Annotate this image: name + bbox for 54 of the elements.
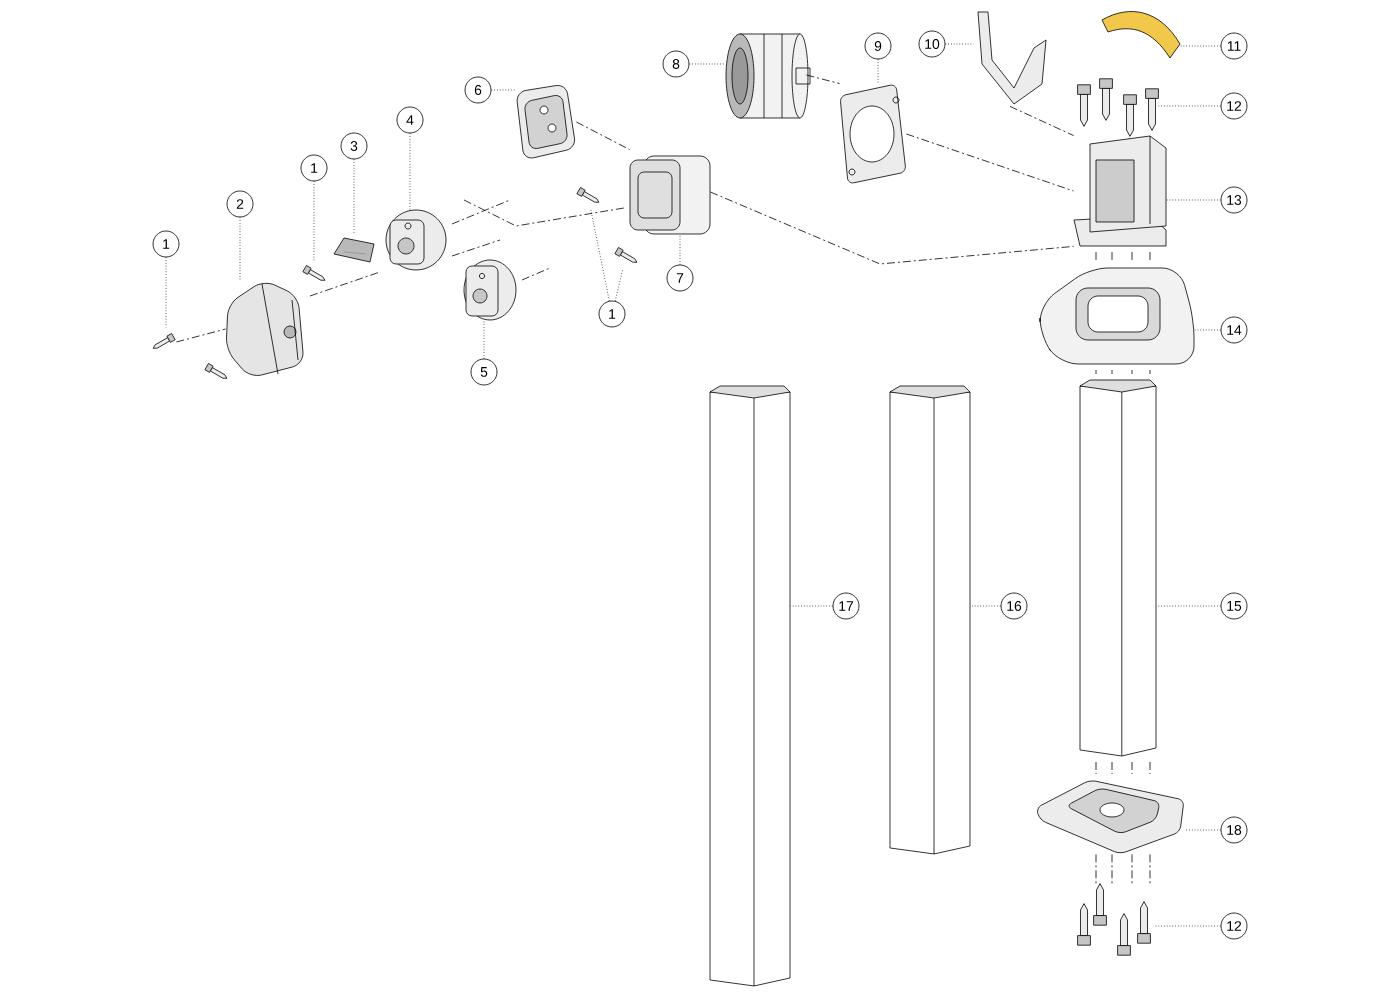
screw-drawing	[1077, 883, 1151, 956]
screw-drawing	[1077, 78, 1159, 137]
alignment-line	[806, 74, 840, 84]
leader-line	[1156, 105, 1221, 107]
leader-line	[1184, 829, 1221, 831]
frame-drawing	[516, 85, 575, 159]
leader-line	[409, 133, 411, 210]
column-drawing	[889, 385, 971, 855]
screw-drawing	[576, 187, 600, 203]
alignment-line	[710, 191, 1074, 265]
column-drawing	[709, 385, 791, 987]
leader-line	[1156, 605, 1221, 607]
clip-drawing	[333, 237, 375, 263]
leader-line	[614, 268, 624, 302]
leader-line	[1154, 925, 1221, 927]
holder-drawing	[977, 11, 1047, 105]
alignment-line	[1111, 854, 1113, 886]
cap-drawing	[1101, 11, 1181, 59]
lens-housing-drawing	[385, 209, 447, 271]
leader-line	[353, 159, 355, 234]
leader-line	[313, 181, 315, 262]
alignment-line	[1131, 854, 1133, 886]
leader-line	[689, 63, 726, 65]
leader-line	[1166, 199, 1221, 201]
leader-line	[491, 89, 516, 91]
leader-line	[590, 208, 610, 302]
base-ring-drawing	[1039, 267, 1195, 365]
leader-line	[679, 234, 681, 265]
cylinder-drawing	[725, 33, 811, 119]
leader-line	[165, 257, 167, 328]
screw-drawing	[302, 265, 326, 281]
leader-line	[1180, 45, 1221, 47]
leader-line	[790, 605, 833, 607]
leader-line	[239, 217, 241, 280]
leader-line	[970, 605, 1001, 607]
screw-drawing	[152, 333, 176, 349]
screw-drawing	[614, 247, 638, 263]
alignment-line	[576, 121, 630, 150]
leader-line	[1194, 329, 1221, 331]
leader-line	[483, 320, 485, 359]
plate-drawing	[840, 84, 906, 184]
alignment-line	[1009, 106, 1074, 136]
alignment-line	[1149, 854, 1151, 886]
lens-frame-drawing	[629, 155, 711, 235]
cover-drawing	[226, 282, 304, 376]
leader-line	[945, 43, 974, 45]
alignment-line	[1095, 854, 1097, 886]
alignment-line	[176, 328, 226, 343]
column-drawing	[1079, 379, 1157, 757]
bracket-drawing	[1073, 135, 1167, 247]
base-plate-drawing	[1037, 780, 1184, 854]
alignment-line	[906, 133, 1074, 192]
leader-line	[877, 59, 879, 84]
lens-housing-drawing	[463, 259, 517, 321]
